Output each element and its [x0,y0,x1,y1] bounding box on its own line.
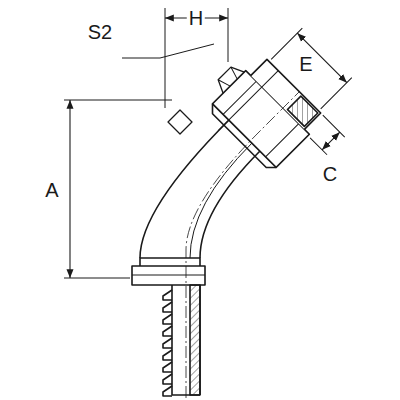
barb-serration [163,338,172,348]
barb-serration [163,290,172,300]
h-dimension [165,8,228,108]
dimension-label: S2 [86,21,114,43]
s2-leader [122,44,214,58]
dimension-label: H [187,7,205,29]
barb-serration [163,386,172,396]
dimension-label: A [43,179,60,201]
hose-tail [163,285,200,396]
a-dimension [64,100,172,278]
barb-serration [163,374,172,384]
centre-line [186,91,300,398]
barb-serration [163,314,172,324]
barb-serration [163,362,172,372]
barb-serration [163,302,172,312]
swivel-nut [193,12,378,197]
dimension-label: C [321,163,339,185]
barb-serration [163,350,172,360]
dimension-label: E [297,53,314,75]
ferrule-collar [132,258,205,285]
barb-serration [163,326,172,336]
